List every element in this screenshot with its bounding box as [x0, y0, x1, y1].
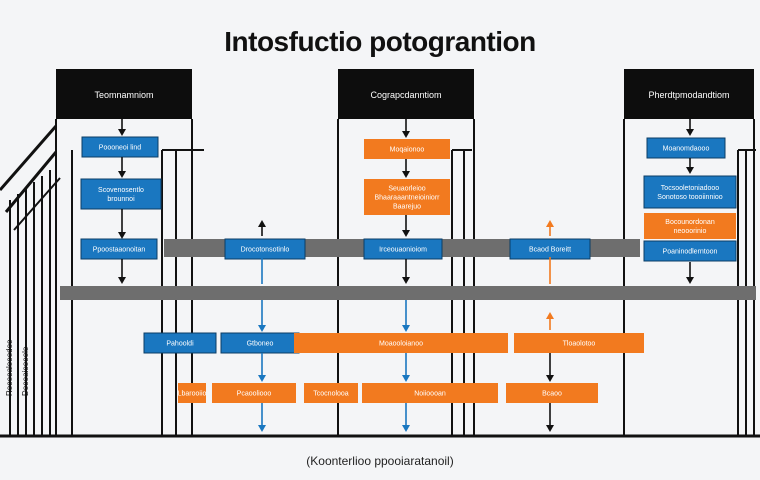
process-box: [362, 383, 498, 403]
process-box-label: Pcaooliooo: [237, 390, 272, 397]
process-box: [143, 332, 217, 354]
side-vertical-label: Rooeoalooedoo: [5, 339, 14, 396]
arrow-head-down-icon: [686, 129, 694, 136]
process-box: [364, 179, 450, 215]
diagram-footer: (Koonterlioo ppooiaratanoil): [306, 454, 454, 468]
arrow-head-down-icon: [118, 277, 126, 284]
process-box-label: Drocotonsotinlo: [241, 246, 290, 253]
process-box: [514, 333, 644, 353]
process-box: [178, 383, 206, 403]
process-box-label: Tloaolotoo: [563, 340, 596, 347]
process-box-label: Bcaoo: [542, 390, 562, 397]
arrow-head-down-icon: [118, 171, 126, 178]
arrow-head-down-icon: [402, 277, 410, 284]
process-box-label: Noiioooan: [414, 390, 446, 397]
arrow-head-up-icon: [258, 220, 266, 227]
arrow-head-up-icon: [546, 312, 554, 319]
column-header: [338, 69, 474, 119]
column-header: [56, 69, 192, 119]
process-box-label: Lbarooiio: [178, 390, 207, 397]
process-box: [294, 333, 508, 353]
arrow-head-down-icon: [258, 425, 266, 432]
process-box: [80, 238, 158, 260]
left-stair-line: [0, 125, 58, 191]
column-header-label: Pherdtpmodandtiom: [648, 90, 729, 100]
process-box: [304, 383, 358, 403]
left-stair-line: [13, 177, 61, 231]
process-box-label: Gtboneo: [247, 340, 274, 347]
process-box-label: Ppoostaaonoitan: [93, 246, 146, 253]
arrow-head-down-icon: [546, 425, 554, 432]
process-box-label: Poooneoi lind: [99, 144, 142, 151]
process-box-label: Pahooldi: [166, 340, 194, 347]
process-box: [646, 137, 726, 159]
arrow-head-down-icon: [402, 171, 410, 178]
arrow-head-down-icon: [686, 167, 694, 174]
arrow-head-down-icon: [258, 325, 266, 332]
process-box: [506, 383, 598, 403]
process-box-label: Poaninodlerntoon: [663, 248, 718, 255]
arrow-head-down-icon: [402, 425, 410, 432]
column-header-label: Cograpcdanntiom: [370, 90, 441, 100]
process-box-label: Irceouaonioiom: [379, 246, 427, 253]
arrow-head-down-icon: [546, 375, 554, 382]
arrow-head-down-icon: [402, 230, 410, 237]
left-stair-line: [4, 151, 58, 213]
process-box: [80, 178, 162, 210]
process-box: [644, 213, 736, 239]
process-box: [224, 238, 306, 260]
arrow-head-up-icon: [546, 220, 554, 227]
side-vertical-label: Doooaioooolo: [21, 346, 30, 396]
process-box: [212, 383, 296, 403]
arrow-head-down-icon: [258, 375, 266, 382]
process-box-label: Moanomdaooo: [663, 145, 710, 152]
process-box-label: Tcocnolooa: [313, 390, 349, 397]
arrow-head-down-icon: [402, 325, 410, 332]
process-box: [81, 136, 159, 158]
wide-band: [60, 286, 756, 300]
process-box: [364, 139, 450, 159]
column-header: [624, 69, 754, 119]
arrow-head-down-icon: [118, 232, 126, 239]
diagram-title: Intosfuctio potograntion: [224, 26, 536, 57]
arrow-head-down-icon: [118, 129, 126, 136]
process-box: [643, 240, 737, 262]
process-box-label: Bcaod Boreitt: [529, 246, 571, 253]
arrow-head-down-icon: [686, 277, 694, 284]
arrow-head-down-icon: [402, 375, 410, 382]
process-box: [643, 175, 737, 209]
column-header-label: Teomnamniom: [94, 90, 153, 100]
process-box: [363, 238, 443, 260]
arrow-head-down-icon: [402, 131, 410, 138]
process-box-label: Moaooloianoo: [379, 340, 423, 347]
process-box-label: Moqaionoo: [390, 146, 425, 153]
